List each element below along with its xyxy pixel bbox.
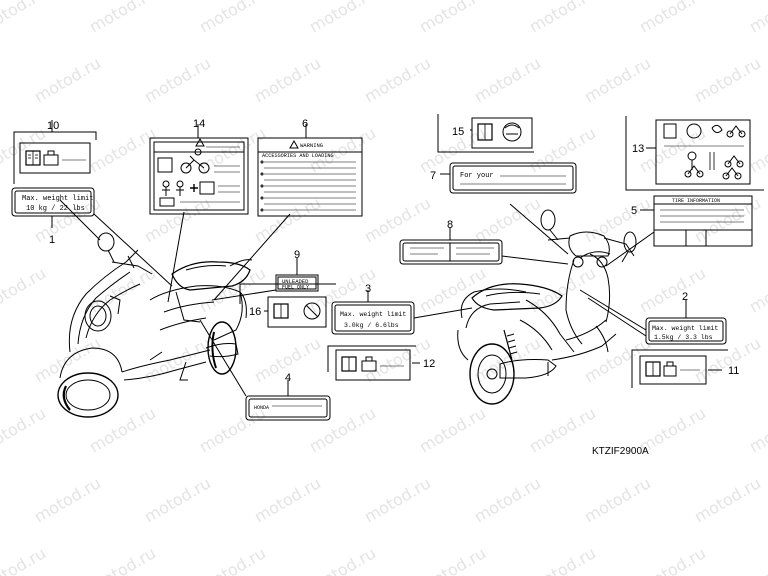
motorcycle-icon [185,155,205,169]
label-texts: Max. weight limit 10 kg / 22 lbs Max. we… [22,142,720,411]
bag-icon-12 [361,360,377,372]
callout-9: 9 [294,249,300,261]
label-6 [257,137,363,217]
diagram-code: KTZIF2900A [592,446,649,457]
callout-5: 5 [631,205,637,217]
rider-head-icon [194,148,202,156]
label-7 [449,162,577,194]
label-9-line2: FUEL ONLY [282,285,309,291]
label-14 [149,137,249,215]
leader-lines [51,120,722,397]
callout-numbers: 10 1 14 6 9 16 3 12 4 15 7 8 13 5 2 11 [47,118,739,384]
no-smoking-icon [303,302,321,320]
callout-8: 8 [447,219,453,231]
label-1-line1: Max. weight limit [22,195,93,203]
label-16 [267,296,327,328]
left-scooter-drawing [57,232,253,418]
bracket-15 [437,114,534,153]
callout-12: 12 [423,358,435,370]
label-1-line2: 10 kg / 22 lbs [26,205,85,213]
book-icon-13 [663,123,677,139]
bracket-11 [631,349,728,388]
gloves-icon [711,124,723,134]
callout-4: 4 [285,372,291,384]
label-4-brand: HONDA [254,405,269,411]
warning-title: WARNING [300,142,323,149]
bag-icon-11 [663,365,677,377]
label-8 [399,239,503,265]
label-13 [655,119,751,185]
helmet-icon-13 [686,123,702,139]
label-12 [335,349,411,381]
bracket-13 [625,116,764,191]
label-5 [653,195,753,247]
helmet-icon [502,122,522,142]
label-2-line1: Max. weight limit [652,325,718,332]
label-3-line1: Max. weight limit [340,311,406,318]
callout-11: 11 [728,365,739,377]
callout-16: 16 [249,306,261,318]
label-10 [19,142,91,174]
callout-3: 3 [365,283,371,295]
right-scooter-drawing [457,209,637,405]
callout-6: 6 [302,118,308,130]
label-2-line2: 1.5kg / 3.3 lbs [654,334,713,341]
callout-7: 7 [430,170,436,182]
warning-subtitle: ACCESSORIES AND LOADING [262,153,334,159]
label-11 [639,355,707,385]
label-5-title: TIRE INFORMATION [672,198,720,204]
label-9-line1: UNLEADED [282,278,309,285]
bracket-12 [327,345,416,372]
callout-15: 15 [452,126,464,138]
label-7-text: For your [460,172,494,180]
bracket-3-16 [239,283,336,304]
label-15 [471,117,533,149]
callout-1: 1 [49,234,55,246]
bag-icon-10 [43,154,59,166]
label-3-line2: 3.0kg / 6.6lbs [344,322,399,329]
book-icon-14 [157,157,173,173]
callout-13: 13 [632,143,644,155]
bracket-10 [13,131,97,184]
callout-2: 2 [682,291,688,303]
callout-10: 10 [47,120,59,132]
callout-14: 14 [193,118,205,130]
label-3 [331,301,415,335]
